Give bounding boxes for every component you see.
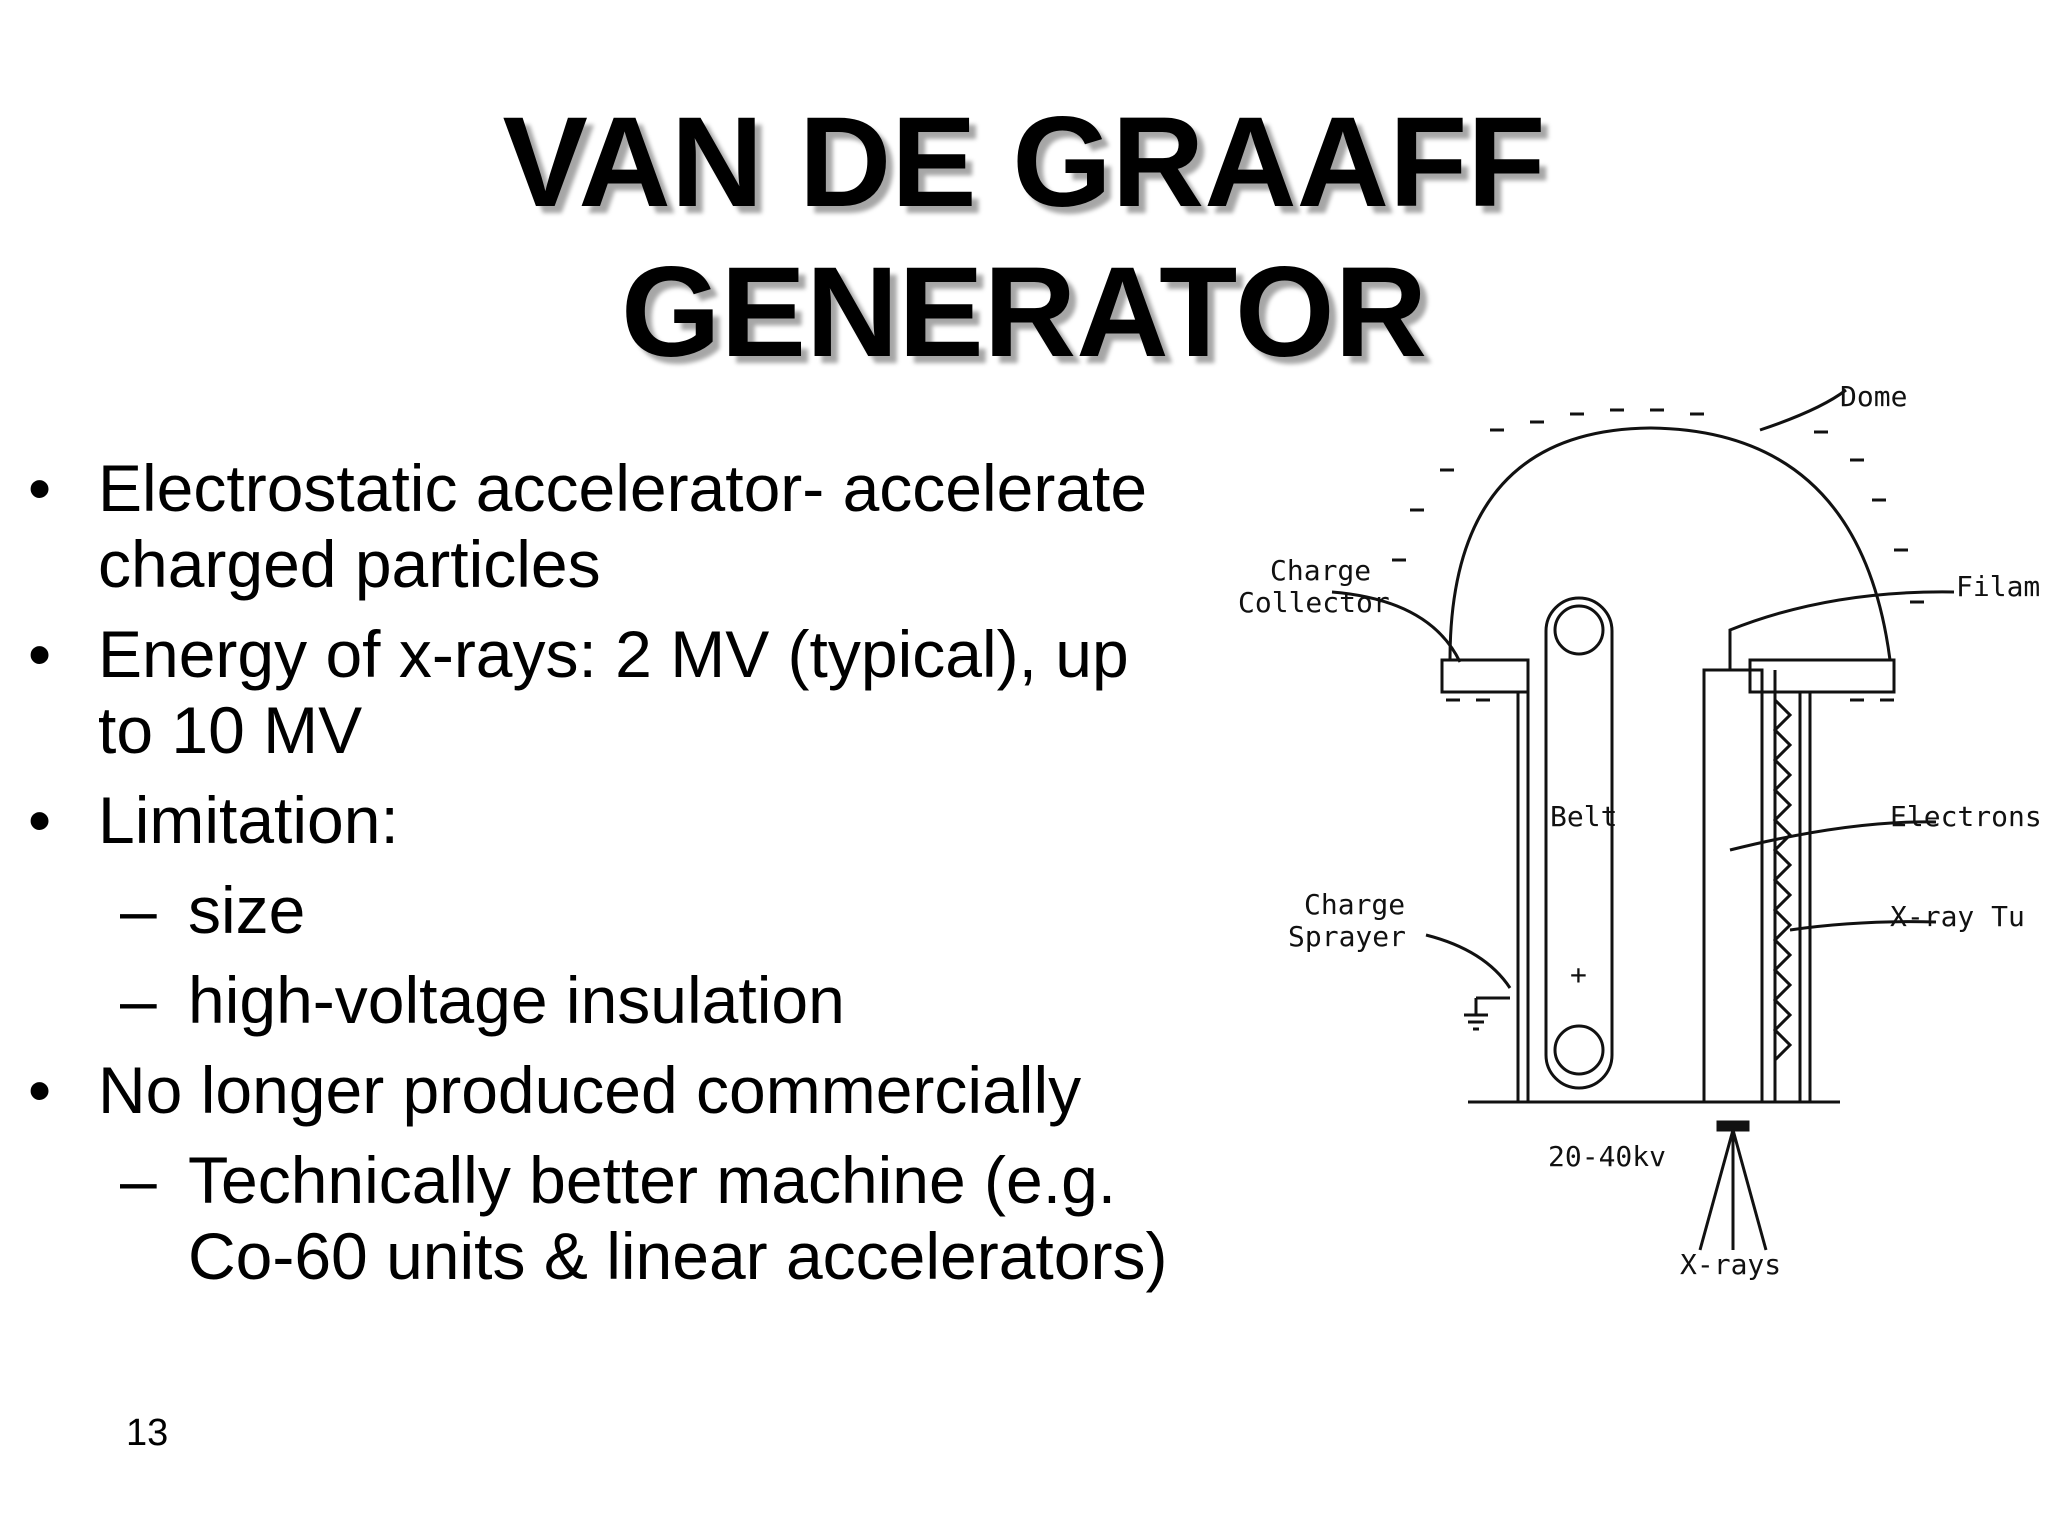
resistor-chain (1772, 698, 1793, 1062)
label-voltage: 20-40kv (1548, 1140, 1666, 1173)
x-ray-tube-leader (1789, 920, 1937, 932)
charge-collector-leader (1331, 590, 1462, 663)
label-charge-sprayer-1: Charge (1304, 888, 1405, 921)
sub-bullet-dash: – (120, 963, 157, 1037)
dome-leader (1759, 388, 1847, 432)
x-ray-beam (1698, 1129, 1735, 1251)
sub-bullet-dash: – (120, 1143, 157, 1217)
bullet-text: No longer produced commercially (98, 1053, 1082, 1127)
bullet-list: • Electrostatic accelerator- accelerate … (0, 450, 1190, 1308)
label-charge-collector-1: Charge (1270, 554, 1371, 587)
ground-symbol (1464, 998, 1488, 1031)
target (1716, 1120, 1750, 1132)
label-dome: Dome (1840, 380, 1907, 413)
slide-number: 13 (126, 1412, 169, 1454)
sub-bullet-dash: – (120, 873, 157, 947)
sub-bullet-item: – high-voltage insulation (0, 962, 1190, 1038)
label-x-rays: X-rays (1680, 1248, 1781, 1281)
sub-bullet-text: size (188, 873, 306, 947)
label-x-ray-tube: X-ray Tu (1890, 900, 2025, 933)
dome-base-right (1748, 658, 1896, 694)
charge-sprayer-leader (1425, 933, 1512, 989)
title-line-1: VAN DE GRAAFF (502, 91, 1546, 234)
sub-bullet-item: – size (0, 872, 1190, 948)
bullet-item: • No longer produced commercially (0, 1052, 1190, 1128)
bullet-item: • Energy of x-rays: 2 MV (typical), up t… (0, 616, 1190, 768)
dome-shell (1448, 426, 1892, 661)
label-belt: Belt (1550, 800, 1617, 833)
sub-bullet-text: Technically better machine (e.g. Co-60 u… (188, 1143, 1168, 1293)
bullet-dot: • (28, 617, 52, 691)
slide-title: VAN DE GRAAFF GENERATOR (0, 88, 2048, 388)
label-charge-sprayer-2: Sprayer (1288, 920, 1406, 953)
filament-leader (1728, 590, 1955, 670)
van-de-graaff-diagram: Dome Charge Collector Filam Belt Electro… (1238, 380, 2042, 1281)
upper-pulley (1553, 604, 1605, 656)
bullet-dot: • (28, 783, 52, 857)
lower-pulley (1553, 1024, 1605, 1076)
x-ray-tube (1702, 668, 1764, 1104)
bullet-item: • Limitation: (0, 782, 1190, 858)
bullet-dot: • (28, 451, 52, 525)
bullet-dot: • (28, 1053, 52, 1127)
bullet-item: • Electrostatic accelerator- accelerate … (0, 450, 1190, 602)
label-charge-collector-2: Collector (1238, 586, 1390, 619)
bullet-text: Energy of x-rays: 2 MV (typical), up to … (98, 617, 1129, 767)
sub-bullet-item: – Technically better machine (e.g. Co-60… (0, 1142, 1190, 1294)
dome-base-left (1440, 658, 1530, 694)
belt (1544, 596, 1614, 1090)
sub-bullet-text: high-voltage insulation (188, 963, 845, 1037)
electrons-leader (1729, 820, 1937, 852)
label-plus: + (1570, 958, 1587, 991)
bullet-text: Limitation: (98, 783, 399, 857)
label-electrons: Electrons (1890, 800, 2042, 833)
title-line-2: GENERATOR (621, 241, 1427, 384)
bullet-text: Electrostatic accelerator- accelerate ch… (98, 451, 1148, 601)
label-filament: Filam (1956, 570, 2040, 603)
